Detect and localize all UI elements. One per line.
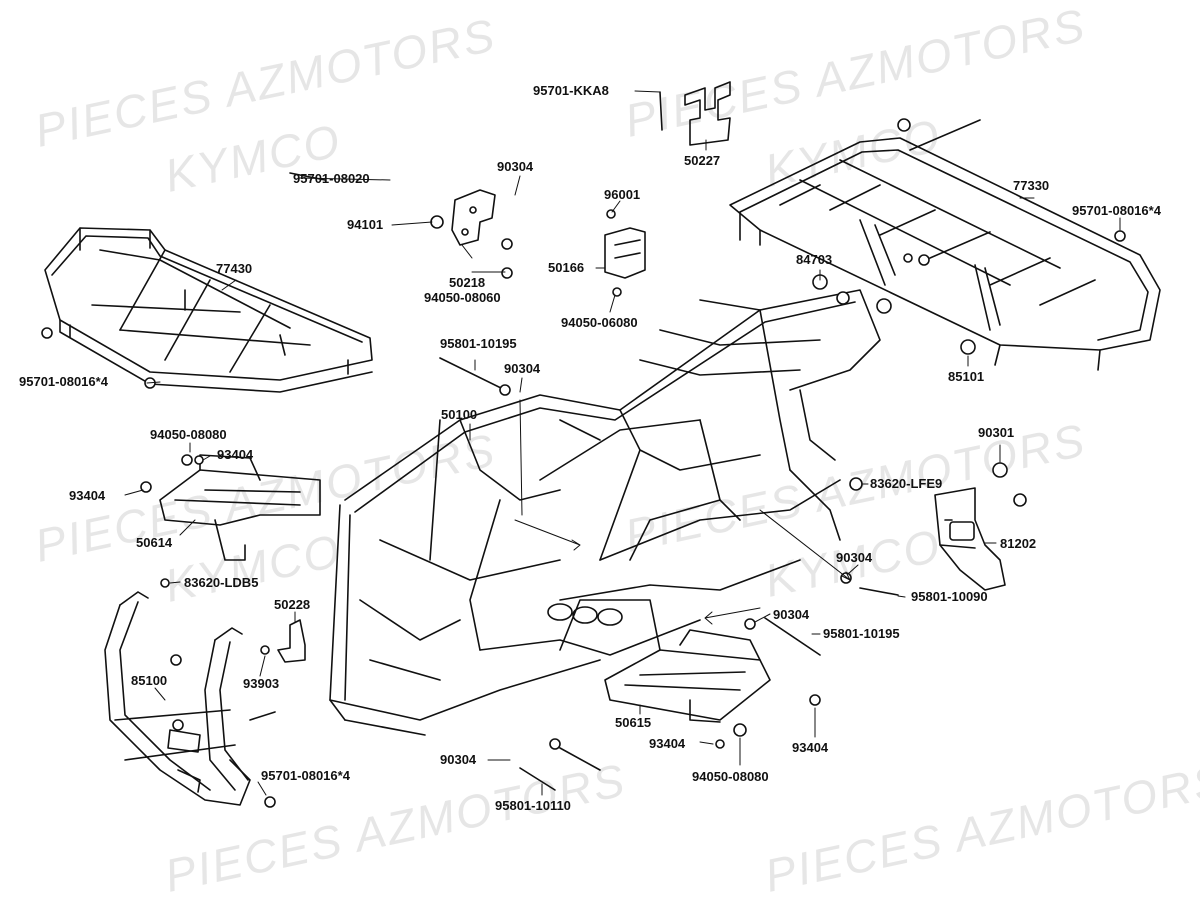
- part-label: 95801-10195: [440, 336, 517, 351]
- bracket-50166: [604, 227, 646, 279]
- part-label: 93404: [792, 740, 829, 755]
- bracket-50218: [451, 189, 496, 246]
- part-label: 95701-08016*4: [261, 768, 350, 783]
- part-label: 77430: [216, 261, 253, 276]
- part-label: 84703: [796, 252, 833, 267]
- part-label: 95701-KKA8: [533, 83, 609, 98]
- part-label: 50100: [441, 407, 478, 422]
- part-label: 50227: [684, 153, 721, 168]
- part-label: 93404: [69, 488, 106, 503]
- part-label: 93903: [243, 676, 280, 691]
- part-label: 83620-LFE9: [870, 476, 943, 491]
- nut-icons: [41, 118, 1126, 808]
- part-label: 90304: [497, 159, 534, 174]
- part-label: 94050-08060: [424, 290, 501, 305]
- front-bumper-85100: [104, 591, 276, 806]
- part-label: 50166: [548, 260, 585, 275]
- part-label: 50228: [274, 597, 311, 612]
- part-label: 95701-08016*4: [1072, 203, 1161, 218]
- part-label: 83620-LDB5: [184, 575, 259, 590]
- leader-lines: [124, 90, 1121, 796]
- bracket-50228: [277, 619, 306, 663]
- part-label: 90304: [836, 550, 873, 565]
- skid-plate-81202: [934, 487, 1006, 591]
- part-label: 95801-10110: [495, 798, 571, 813]
- arrow-icons: [514, 509, 851, 625]
- part-label: 81202: [1000, 536, 1037, 551]
- part-label: 93404: [217, 447, 254, 462]
- part-label: 90304: [773, 607, 810, 622]
- front-rack-77430: [44, 227, 373, 393]
- footrest-50615: [604, 629, 771, 723]
- part-label: 94050-06080: [561, 315, 638, 330]
- part-label: 95701-08020: [293, 171, 370, 186]
- part-label: 95801-10195: [823, 626, 900, 641]
- rear-rack-77330: [729, 119, 1161, 371]
- part-label: 50218: [449, 275, 486, 290]
- part-label: 50614: [136, 535, 173, 550]
- part-label: 94050-08080: [692, 769, 769, 784]
- part-label: 90304: [504, 361, 541, 376]
- main-frame-50100: [329, 289, 881, 736]
- part-label: 95801-10090: [911, 589, 988, 604]
- part-label: 90304: [440, 752, 477, 767]
- part-label: 93404: [649, 736, 686, 751]
- part-label: 94101: [347, 217, 384, 232]
- part-label: 85101: [948, 369, 985, 384]
- part-label: 85100: [131, 673, 168, 688]
- bracket-50227: [684, 81, 731, 146]
- part-label: 96001: [604, 187, 641, 202]
- footrest-50614: [159, 454, 321, 561]
- part-label: 94050-08080: [150, 427, 227, 442]
- part-label: 90301: [978, 425, 1015, 440]
- part-label: 77330: [1013, 178, 1050, 193]
- part-label: 50615: [615, 715, 652, 730]
- part-label: 95701-08016*4: [19, 374, 108, 389]
- bolt-icons: [289, 91, 899, 791]
